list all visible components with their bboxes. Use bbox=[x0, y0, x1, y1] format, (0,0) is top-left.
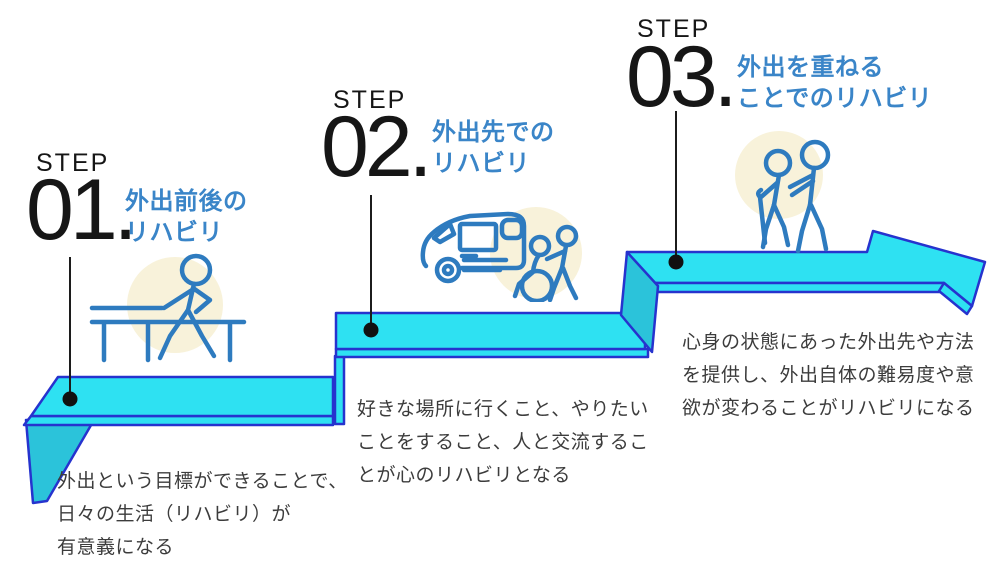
person-back-leg bbox=[185, 307, 217, 359]
step1-band bbox=[29, 375, 335, 418]
wheelchair-user-head bbox=[528, 234, 552, 258]
step2-desc-line3: とが心のリハビリとなる bbox=[357, 465, 571, 486]
caregiver-head bbox=[799, 139, 831, 171]
elder-front-leg bbox=[760, 202, 777, 250]
step3-number: 03. bbox=[626, 29, 738, 125]
step1-band-bevel bbox=[22, 414, 335, 427]
caregiver-back-leg bbox=[808, 202, 829, 252]
elder-arm bbox=[758, 180, 780, 200]
helper-back-leg bbox=[560, 265, 579, 301]
step1-number: 01. bbox=[26, 162, 138, 258]
step1-desc-line2: 日々の生活（リハビリ）が bbox=[57, 504, 292, 525]
step2-title-line2: リハビリ bbox=[432, 150, 530, 177]
step2-number: 02. bbox=[321, 99, 433, 195]
step1-leader-dot bbox=[62, 391, 78, 407]
person-bent-arm bbox=[190, 285, 213, 315]
step3-band-bevel bbox=[630, 281, 946, 294]
step3-description: 心身の状態にあった外出先や方法 を提供し、外出自体の難易度や意 欲が変わることが… bbox=[682, 326, 975, 425]
speed-lines bbox=[461, 257, 509, 273]
step1-desc-line3: 有意義になる bbox=[57, 537, 175, 558]
step2-desc-line2: ことをすること、人と交流するこ bbox=[357, 432, 649, 453]
step1-label: STEP bbox=[36, 149, 110, 177]
elder-back-leg bbox=[771, 202, 791, 248]
riser-step1-step2 bbox=[333, 354, 346, 426]
van-side-window bbox=[457, 221, 499, 253]
caregiver-lower-arm bbox=[789, 178, 816, 198]
step2-desc-line1: 好きな場所に行くこと、やりたい bbox=[357, 399, 649, 420]
person-front-leg bbox=[157, 307, 191, 361]
parallel-bars bbox=[89, 305, 247, 363]
step3-leader-dot bbox=[668, 254, 684, 270]
caregiver-upper-arm bbox=[787, 172, 816, 190]
step2-band bbox=[334, 311, 647, 351]
person-head bbox=[179, 253, 213, 287]
step3-desc-line3: 欲が変わることがリハビリになる bbox=[682, 398, 975, 419]
elder-head bbox=[763, 148, 793, 178]
step2-title: 外出先での リハビリ bbox=[432, 117, 555, 179]
elder-body bbox=[771, 172, 782, 208]
van-body bbox=[420, 211, 527, 271]
caregiver-front-leg bbox=[795, 202, 813, 254]
step3-title: 外出を重ねる ことでのリハビリ bbox=[737, 52, 932, 114]
van-wheelchair-icon bbox=[420, 211, 579, 302]
step1-description: 外出という目標ができることで、 日々の生活（リハビリ）が 有意義になる bbox=[57, 465, 348, 564]
rehab-walking-icon bbox=[89, 253, 247, 363]
step3-label: STEP bbox=[637, 15, 711, 43]
arrowhead-lower-bevel bbox=[937, 281, 974, 316]
step3-desc-line1: 心身の状態にあった外出先や方法 bbox=[682, 332, 975, 353]
helper-arm bbox=[544, 248, 568, 262]
step3-desc-line2: を提供し、外出自体の難易度や意 bbox=[682, 365, 975, 386]
van-wheel bbox=[434, 256, 462, 284]
step1-desc-line1: 外出という目標ができることで、 bbox=[57, 471, 348, 492]
wheelchair-wheel bbox=[519, 268, 555, 302]
helper-front-leg bbox=[547, 265, 565, 302]
step1-title-line2: リハビリ bbox=[125, 219, 223, 246]
step2-label: STEP bbox=[333, 86, 407, 114]
van-rear-window bbox=[499, 217, 525, 241]
van-windshield bbox=[431, 221, 457, 245]
step1-title: 外出前後の リハビリ bbox=[125, 186, 248, 248]
step3-title-line1: 外出を重ねる bbox=[737, 54, 884, 81]
step2-description: 好きな場所に行くこと、やりたい ことをすること、人と交流するこ とが心のリハビリ… bbox=[357, 393, 649, 492]
step1-title-line1: 外出前後の bbox=[125, 188, 248, 215]
step2-leader-dot bbox=[363, 322, 379, 338]
riser-step2-step3-fold bbox=[619, 250, 660, 354]
step2-title-line1: 外出先での bbox=[432, 119, 555, 146]
van-wheel-hub bbox=[441, 263, 455, 277]
assisted-walking-icon bbox=[756, 139, 831, 254]
person-front-arm bbox=[161, 287, 195, 311]
helper-head bbox=[555, 224, 579, 248]
step3-title-line2: ことでのリハビリ bbox=[737, 85, 933, 112]
